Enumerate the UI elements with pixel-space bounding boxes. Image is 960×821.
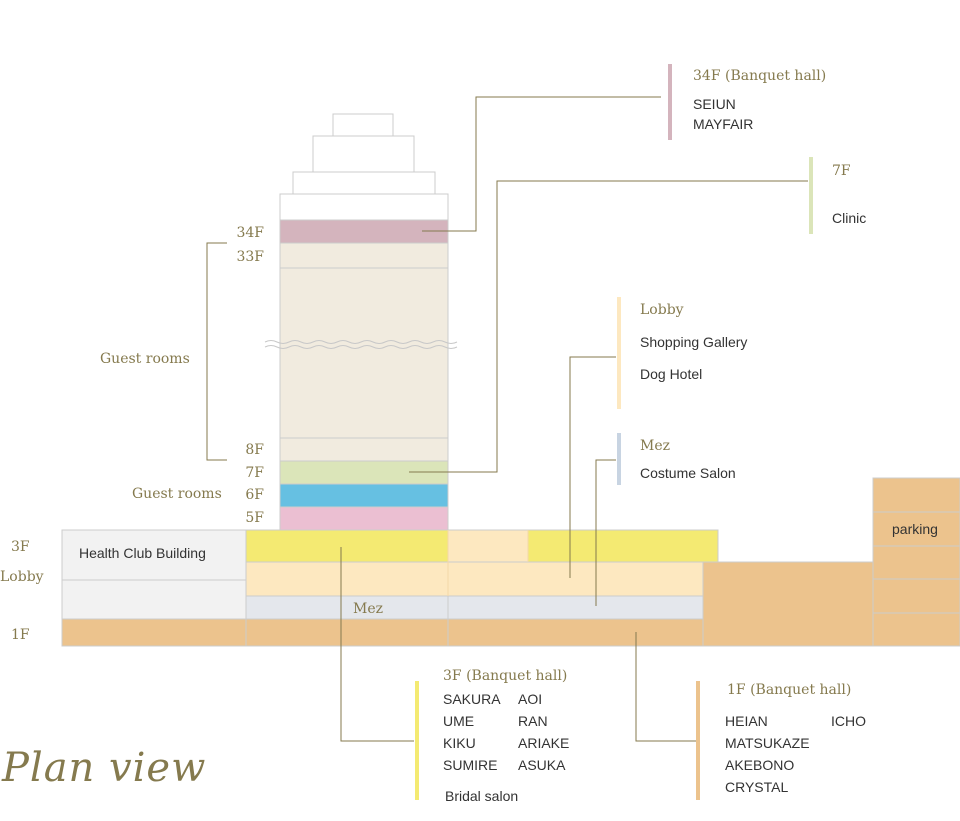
tower-break-mark	[264, 340, 458, 349]
callout-item: MATSUKAZE	[725, 735, 810, 751]
leader-lines	[340, 96, 808, 742]
floor-1-strip-c	[447, 618, 704, 647]
label-parking: parking	[892, 521, 938, 537]
callout-item: Clinic	[832, 210, 866, 226]
label-6f: 6F	[245, 487, 264, 503]
label-1f: 1F	[11, 627, 30, 643]
label-7f: 7F	[245, 465, 264, 481]
label-health-club: Health Club Building	[79, 545, 206, 561]
label-34f: 34F	[236, 225, 264, 241]
floor-33-block	[279, 242, 449, 269]
label-8f: 8F	[245, 442, 264, 458]
tower-floors	[279, 219, 449, 531]
callout-3f-banquet: 3F (Banquet hall) SAKURA UME KIKU SUMIRE…	[443, 668, 569, 804]
callout-bars	[415, 64, 813, 800]
floor-5-block	[279, 506, 449, 531]
callout-item: RAN	[518, 713, 548, 729]
callout-item: AKEBONO	[725, 757, 794, 773]
label-5f: 5F	[245, 510, 264, 526]
podium	[61, 477, 960, 647]
callout-item: HEIAN	[725, 713, 768, 729]
floor-6-block	[279, 483, 449, 508]
banquet-3f-right	[527, 529, 719, 563]
callout-item: AOI	[518, 691, 542, 707]
floor-8-block	[279, 437, 449, 462]
mez-right	[447, 595, 704, 620]
callout-item: KIKU	[443, 735, 476, 751]
parking-level-5	[872, 612, 960, 647]
callout-item: MAYFAIR	[693, 116, 753, 132]
mez-left	[245, 595, 449, 620]
label-33f: 33F	[236, 249, 264, 265]
parking-level-1	[872, 477, 960, 513]
callout-7f: 7F Clinic	[832, 163, 866, 226]
callout-mez: Mez Costume Salon	[640, 438, 736, 481]
parking-level-2	[872, 511, 960, 547]
callout-item: Costume Salon	[640, 465, 736, 481]
guest-rooms-bracket	[206, 242, 227, 461]
callout-item: ARIAKE	[518, 735, 569, 751]
label-lobby: Lobby	[0, 569, 44, 585]
callout-lobby-title: Lobby	[640, 302, 684, 318]
label-guest-rooms-lower: Guest rooms	[132, 486, 222, 502]
page-title: Plan view	[1, 745, 206, 791]
callout-item: Shopping Gallery	[640, 334, 747, 350]
callout-7f-title: 7F	[832, 163, 851, 179]
label-guest-rooms-upper: Guest rooms	[100, 351, 190, 367]
label-3f: 3F	[11, 539, 30, 555]
callout-mez-title: Mez	[640, 438, 670, 454]
parking-level-4	[872, 578, 960, 614]
floor-1-strip-a	[61, 618, 247, 647]
callout-item: ASUKA	[518, 757, 566, 773]
banquet-1f-block	[702, 561, 874, 647]
health-club-lower	[61, 579, 247, 620]
callout-item: ICHO	[831, 713, 866, 729]
callout-item: UME	[443, 713, 474, 729]
guest-rooms-block	[279, 267, 449, 439]
callout-3f-title: 3F (Banquet hall)	[443, 668, 567, 684]
callout-item: SEIUN	[693, 96, 736, 112]
tower-crown	[279, 113, 449, 221]
floor-1-strip-b	[245, 618, 449, 647]
callout-lobby: Lobby Shopping Gallery Dog Hotel	[640, 302, 747, 382]
callout-1f-banquet: 1F (Banquet hall) HEIAN MATSUKAZE AKEBON…	[725, 682, 866, 795]
label-mez: Mez	[353, 601, 383, 617]
callout-item-bridal: Bridal salon	[445, 788, 518, 804]
callout-item: CRYSTAL	[725, 779, 788, 795]
health-club-building	[61, 529, 247, 581]
parking-level-3	[872, 545, 960, 580]
lobby-block	[245, 561, 704, 597]
callout-34f-title: 34F (Banquet hall)	[693, 68, 826, 84]
callout-34f-banquet: 34F (Banquet hall) SEIUN MAYFAIR	[693, 68, 826, 132]
banquet-3f-left	[245, 529, 449, 563]
callout-item: Dog Hotel	[640, 366, 702, 382]
callout-1f-title: 1F (Banquet hall)	[727, 682, 851, 698]
callout-item: SAKURA	[443, 691, 501, 707]
callout-item: SUMIRE	[443, 757, 497, 773]
